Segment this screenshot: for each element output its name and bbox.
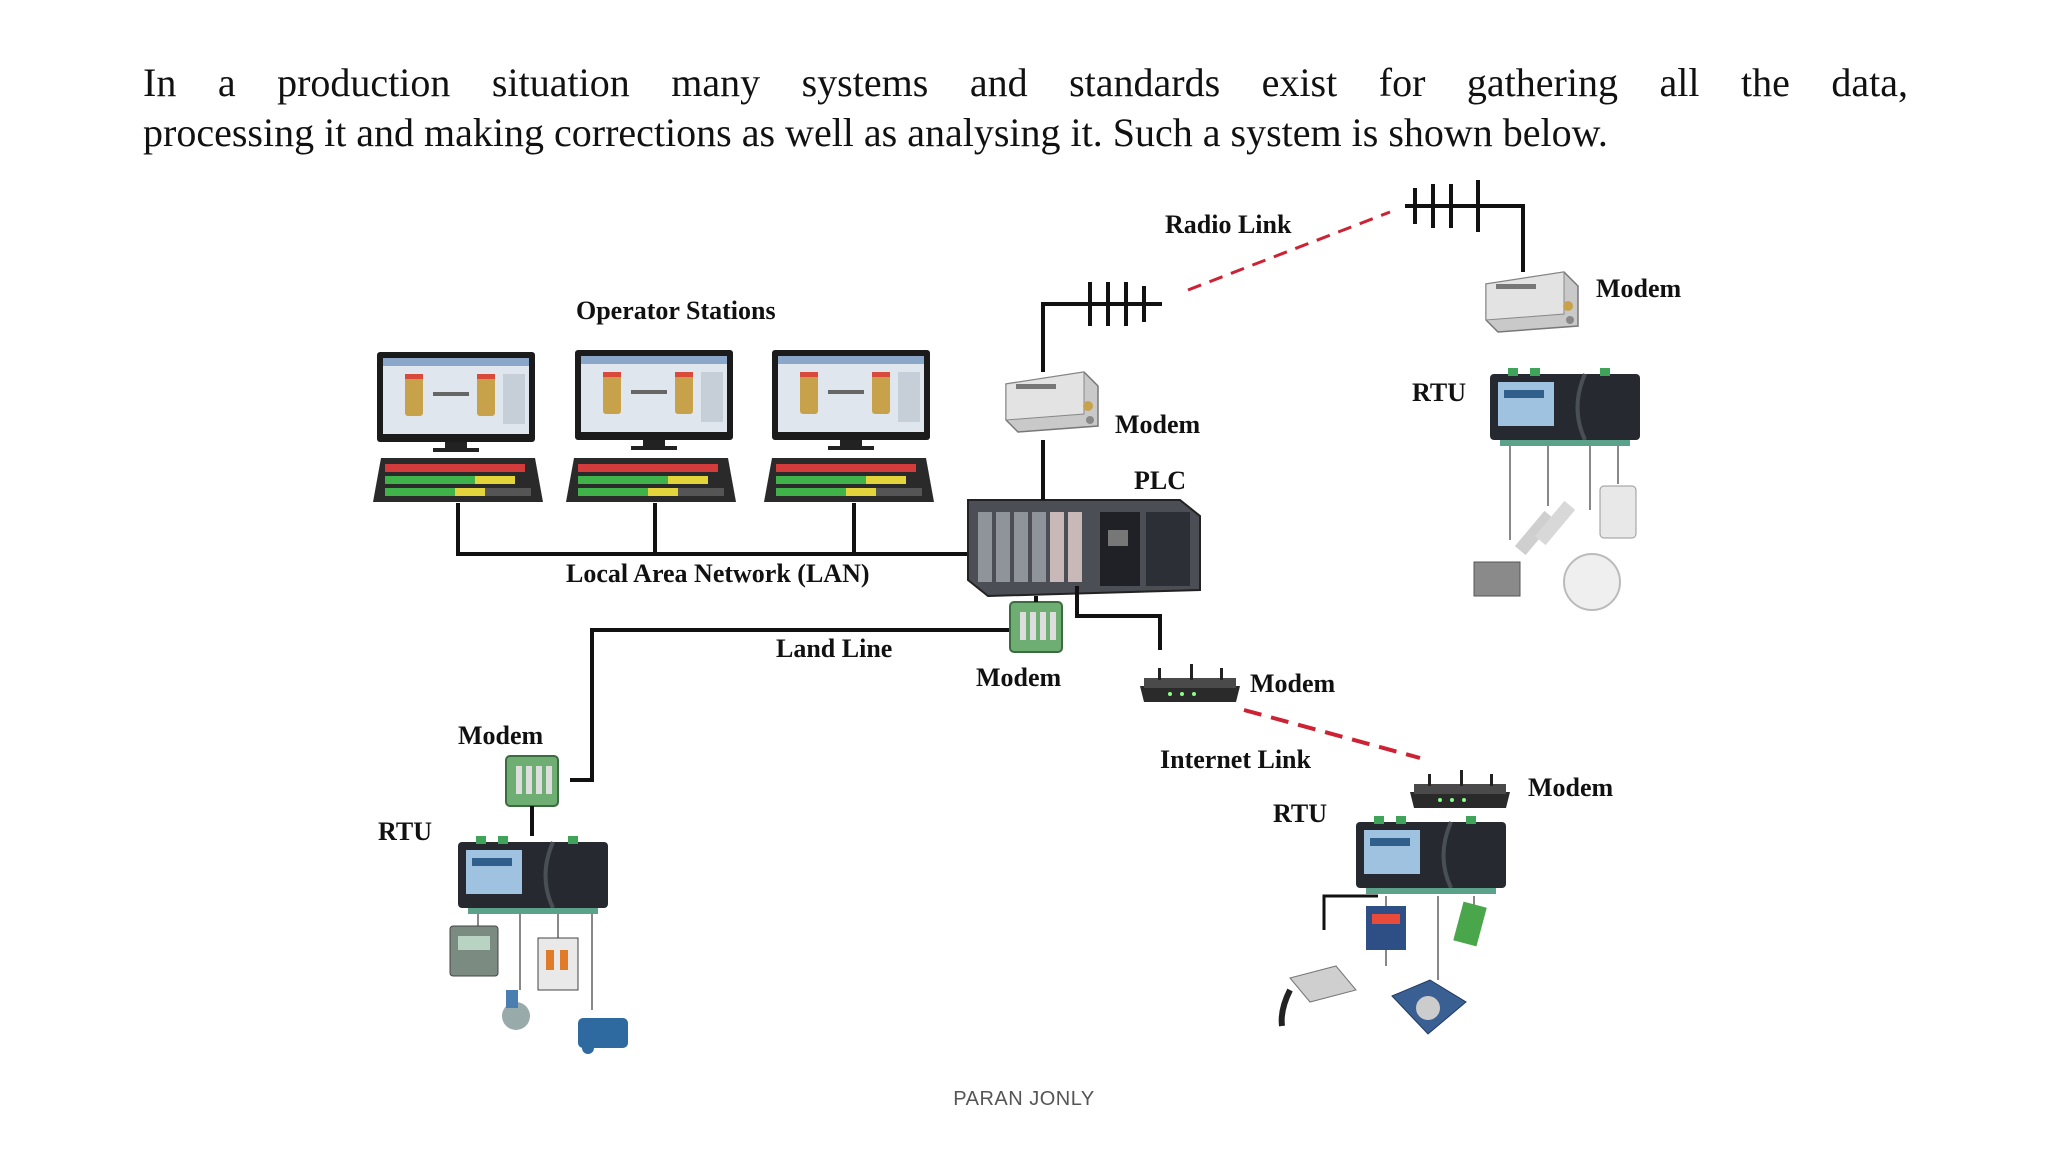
bottom-right-router: [1410, 770, 1510, 808]
bottom-left-modem: [505, 755, 559, 807]
rtu-bottom-right: [1354, 814, 1508, 896]
footer-credit: PARAN JONLY: [953, 1088, 1095, 1110]
modem-landline-center-label: Modem: [976, 663, 1062, 692]
intro-text: In a production situation many systems a…: [143, 58, 1908, 158]
plc-gsm-modem: [1005, 371, 1099, 433]
operator-stations-label: Operator Stations: [576, 296, 776, 325]
rtu-bottom-left-label: RTU: [378, 817, 432, 846]
operator-station-1: [373, 352, 543, 502]
rtu-top-right-field-devices: [1473, 446, 1637, 611]
plc-label: PLC: [1134, 466, 1186, 495]
rtu-bottom-right-field-devices: [1278, 894, 1487, 1035]
remote-gsm-modem: [1485, 271, 1579, 333]
rtu-bottom-left-field-devices: [449, 914, 628, 1054]
modem-top-right-label: Modem: [1596, 274, 1682, 303]
router-center: [1140, 664, 1240, 702]
rtu-top-right-label: RTU: [1412, 378, 1466, 407]
land-line-label: Land Line: [776, 634, 892, 663]
plc-radio-antenna: [1041, 282, 1162, 500]
lan-cable: [456, 503, 975, 556]
radio-link-label: Radio Link: [1165, 210, 1292, 239]
plc-rack: [967, 499, 1201, 598]
intro-line-2: processing it and making corrections as …: [143, 110, 1608, 155]
plc-router-cable: [1075, 586, 1162, 650]
intro-line-1: In a production situation many systems a…: [143, 60, 1908, 105]
operator-stations: [373, 350, 934, 502]
modem-router-center-label: Modem: [1250, 669, 1336, 698]
rtu-bottom-right-label: RTU: [1273, 799, 1327, 828]
land-line-cable: [570, 628, 1012, 782]
landline-modem-center: [1009, 601, 1063, 653]
internet-link-line: [1243, 708, 1421, 760]
modem-bottom-left-label: Modem: [458, 721, 544, 750]
rtu-top-right: [1488, 366, 1642, 448]
lan-label: Local Area Network (LAN): [566, 559, 870, 588]
radio-link-line: [1187, 210, 1391, 292]
operator-station-2: [566, 350, 736, 502]
rtu-bottom-left: [456, 834, 610, 916]
remote-antenna: [1405, 180, 1525, 272]
operator-station-3: [764, 350, 934, 502]
plc-modem-label: Modem: [1115, 410, 1201, 439]
internet-link-label: Internet Link: [1160, 745, 1312, 774]
modem-bottom-right-label: Modem: [1528, 773, 1614, 802]
